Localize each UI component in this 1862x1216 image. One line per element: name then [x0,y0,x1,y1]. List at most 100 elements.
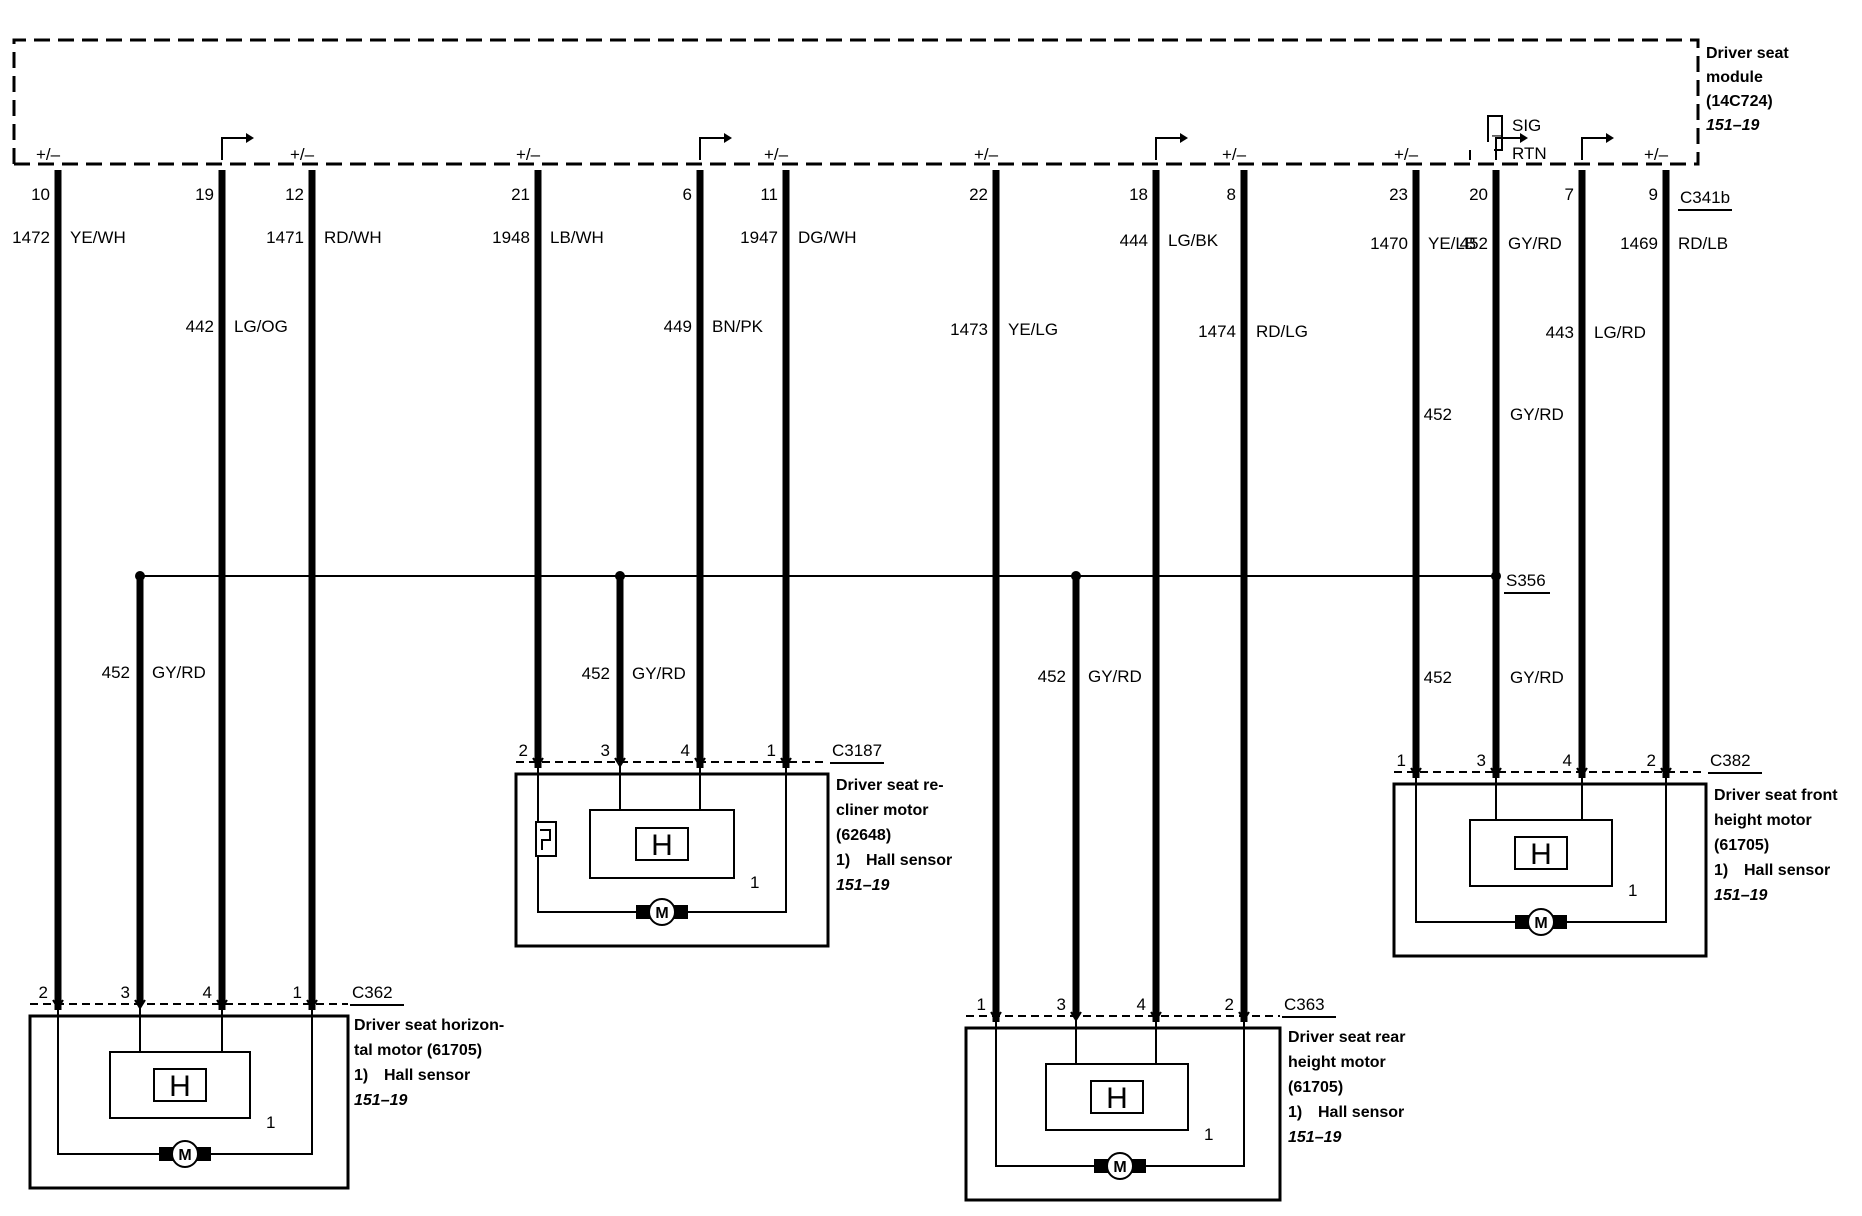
hall-note-marker: 1 [1628,881,1637,900]
circuit-number: 1471 [266,228,304,247]
signal-flag-icon [1495,137,1522,160]
motor-note: Hall sensor [866,852,952,869]
motor-reference: 151–19 [836,877,889,894]
wire-color: BN/PK [712,317,764,336]
motor-pin-number: 1 [977,995,986,1014]
motor-name-line: Driver seat re- [836,777,944,794]
module-pin-number: 18 [1129,185,1148,204]
motor-reference: 151–19 [1714,887,1767,904]
motor-icon [648,898,676,926]
motor-note-number: 1) [354,1067,368,1084]
motor-name-line: Driver seat front [1714,787,1838,804]
circuit-number: 1472 [12,228,50,247]
motor-note-number: 1) [1714,862,1728,879]
signal-flag-icon [1155,137,1182,160]
wire-color: RD/LB [1678,234,1728,253]
motor-icon [1527,908,1555,936]
signal-arrow-icon [1606,133,1614,143]
hall-note-marker: 1 [266,1113,275,1132]
hall-sensor-icon [153,1068,207,1102]
motor-pin-number: 3 [601,741,610,760]
motor-connector-label: C382 [1710,751,1751,770]
motor-pin-number: 3 [1477,751,1486,770]
hall-note-marker: 1 [750,873,759,892]
module-pin-number: 8 [1227,185,1236,204]
wire-color: LG/OG [234,317,288,336]
wire-color: YE/LB [1428,234,1476,253]
signal-flag-icon [1581,137,1608,160]
module-outline [12,38,1700,166]
motor-connector-label: C362 [352,983,393,1002]
motor-name-line: cliner motor [836,802,928,819]
module-name-line2: module [1706,69,1763,86]
motor-pin-number: 4 [1137,995,1146,1014]
polarity-marker: +/– [974,145,999,164]
hall-sensor-symbol: H [1106,1082,1128,1115]
polarity-marker: +/– [516,145,541,164]
motor-symbol: M [1534,915,1547,932]
motor-note-number: 1) [836,852,850,869]
motor-name-line: Driver seat rear [1288,1029,1405,1046]
module-connector-label: C341b [1680,188,1730,207]
hall-sensor-icon [1514,836,1568,870]
splice-lower-circuit: 452 [1424,668,1452,687]
motor-pin-number: 1 [293,983,302,1002]
motor-note: Hall sensor [1318,1104,1404,1121]
motor-pin-number: 1 [1397,751,1406,770]
motor-pin-number: 4 [203,983,212,1002]
sensor-wire-color: GY/RD [632,664,686,683]
motor-connector-label: C3187 [832,741,882,760]
motor-reference: 151–19 [1288,1129,1341,1146]
rtn-label: RTN [1512,144,1547,163]
signal-arrow-icon [246,133,254,143]
splice-junction [615,571,625,581]
hall-sensor-icon [635,827,689,861]
motor-pin-number: 1 [767,741,776,760]
motor-name-line: (61705) [1714,837,1769,854]
motor-note-number: 1) [1288,1104,1302,1121]
wire-color: DG/WH [798,228,857,247]
motor-icon [171,1140,199,1168]
motor-pin-number: 3 [121,983,130,1002]
module-pin-number: 12 [285,185,304,204]
wire-color: LG/BK [1168,231,1219,250]
module-pin-number: 20 [1469,185,1488,204]
circuit-number: 442 [186,317,214,336]
splice-lower-color: GY/RD [1510,668,1564,687]
module-pin-number: 11 [760,185,778,204]
motor-pin-number: 2 [519,741,528,760]
wire-color: RD/LG [1256,322,1308,341]
hall-sensor-icon [1090,1080,1144,1114]
motor-note: Hall sensor [384,1067,470,1084]
polarity-marker: +/– [36,145,61,164]
circuit-number: 1473 [950,320,988,339]
driver-seat-module: Driver seat module (14C724) 151–19 – SIG… [12,38,1789,211]
motor-icon [1106,1152,1134,1180]
switch-contact-icon [540,829,551,850]
signal-flag-icon [699,137,726,160]
motor-note: Hall sensor [1744,862,1830,879]
motor-symbol: M [1113,1159,1126,1176]
motor-symbol: M [178,1147,191,1164]
wire-color: LB/WH [550,228,604,247]
polarity-marker: +/– [1394,145,1419,164]
circuit-number: 1469 [1620,234,1658,253]
signal-flag-icon [221,137,248,160]
circuit-number: 1947 [740,228,778,247]
signal-arrow-icon [1180,133,1188,143]
signal-arrow-icon [724,133,732,143]
